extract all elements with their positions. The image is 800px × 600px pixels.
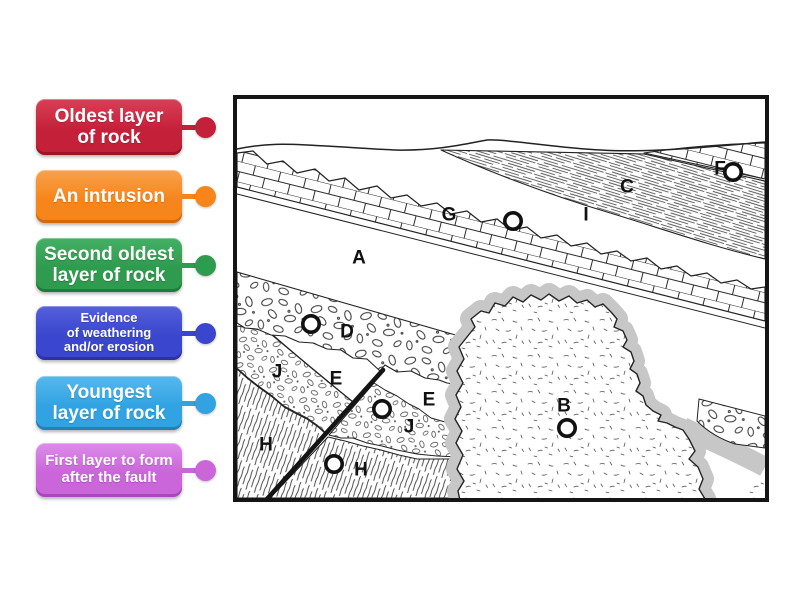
tag-first-after-fault[interactable]: First layer to form after the fault: [36, 443, 182, 497]
fault-line: [264, 367, 386, 498]
layer-j-right: [328, 382, 460, 458]
answer-spot[interactable]: [722, 162, 743, 183]
tag-oldest-layer[interactable]: Oldest layer of rock: [36, 99, 182, 155]
layer-letter-j: J: [404, 417, 415, 438]
tag-label: Youngest layer of rock: [52, 381, 166, 424]
tag-knob: [195, 392, 216, 414]
layer-d-conglomerate: [237, 271, 462, 386]
intrusion-b-body: [454, 293, 706, 498]
answer-spot[interactable]: [324, 453, 345, 474]
answer-spot[interactable]: [502, 211, 523, 232]
tag-stem: [181, 467, 196, 473]
answer-spot[interactable]: [372, 398, 393, 419]
tag-label: Evidence of weathering and/or erosion: [63, 310, 155, 355]
tag-an-intrusion[interactable]: An intrusion: [36, 170, 182, 223]
thin-bed-line: [237, 193, 765, 329]
layer-letter-b: B: [557, 396, 571, 417]
tag-label: An intrusion: [53, 185, 165, 207]
answer-spot[interactable]: [301, 314, 322, 335]
tag-knob: [195, 116, 216, 138]
tag-stem: [181, 124, 196, 130]
layer-letter-f: F: [714, 159, 726, 180]
layer-letter-g: G: [442, 205, 457, 226]
tag-knob: [195, 459, 216, 481]
tag-stem: [181, 330, 196, 336]
tag-knob: [195, 186, 216, 207]
tag-second-oldest-layer[interactable]: Second oldest layer of rock: [36, 238, 182, 292]
layer-letter-a: A: [352, 248, 366, 269]
layer-letter-h: H: [354, 460, 368, 481]
tag-label: Oldest layer of rock: [54, 105, 164, 148]
layer-letter-i: I: [583, 205, 588, 226]
layer-d-right: [696, 398, 765, 449]
tag-knob: [195, 322, 216, 344]
tag-stem: [181, 262, 196, 268]
ground-surface-line: [237, 139, 765, 152]
layer-g-limestone: [237, 150, 765, 322]
layer-h-right: [269, 436, 466, 498]
layer-letter-j: J: [272, 362, 283, 383]
answer-spot[interactable]: [556, 417, 577, 438]
layer-letter-e: E: [330, 369, 343, 390]
layer-e-boundary-line: [266, 329, 354, 403]
tag-label: First layer to form after the fault: [45, 452, 173, 486]
tag-stem: [181, 400, 196, 406]
layer-c-shale: [440, 149, 765, 260]
layer-letter-d: D: [340, 322, 354, 343]
layer-letter-c: C: [620, 177, 634, 198]
tag-youngest-layer[interactable]: Youngest layer of rock: [36, 376, 182, 430]
layer-h-left: [237, 368, 327, 498]
layer-letter-e: E: [423, 390, 436, 411]
tag-stem: [181, 194, 196, 199]
metamorphic-band-extension: [678, 418, 765, 476]
intrusion-b-corner: [719, 481, 765, 498]
layer-letter-h: H: [259, 435, 273, 456]
tag-knob: [195, 254, 216, 276]
diagram-answer-spots: [301, 162, 743, 474]
tag-label: Second oldest layer of rock: [44, 243, 174, 286]
tag-weathering-erosion[interactable]: Evidence of weathering and/or erosion: [36, 306, 182, 360]
